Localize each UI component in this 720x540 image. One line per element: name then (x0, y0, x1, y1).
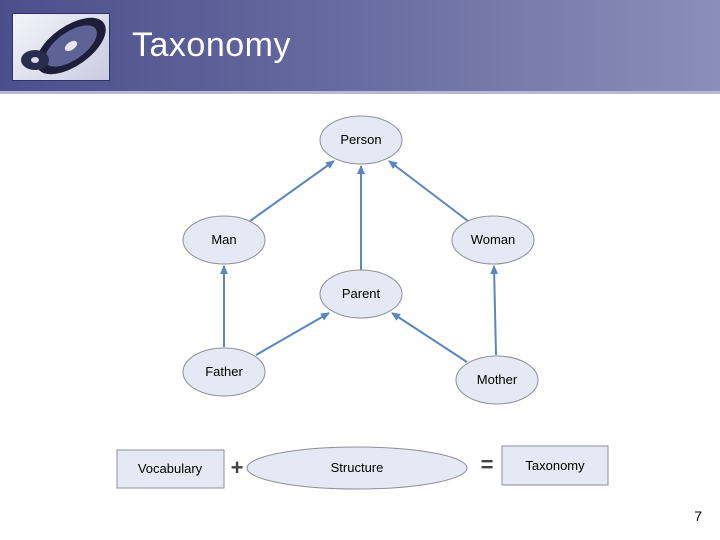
slide-header (0, 0, 720, 91)
node-father-label: Father (205, 364, 243, 379)
vocabulary-label: Vocabulary (138, 461, 203, 476)
node-mother (455, 355, 539, 405)
node-woman (451, 215, 535, 265)
equals-sign: = (481, 452, 494, 477)
arrow-man-to-person (249, 160, 335, 222)
node-parent-label: Parent (342, 286, 381, 301)
arrow-mother-to-woman (490, 265, 499, 356)
arrow-mother-to-parent (391, 312, 468, 363)
node-man (182, 215, 266, 265)
node-man-label: Man (211, 232, 236, 247)
structure-label: Structure (331, 460, 384, 475)
node-mother-label: Mother (477, 372, 518, 387)
slide-title: Taxonomy (132, 26, 291, 64)
arrow-father-to-parent (255, 312, 330, 356)
header-divider (0, 91, 720, 94)
node-parent (319, 269, 403, 319)
taxonomy-box (501, 445, 609, 486)
structure-ellipse (246, 446, 468, 490)
plus-sign: + (231, 455, 244, 480)
page-number: 7 (694, 508, 702, 524)
node-woman-label: Woman (471, 232, 516, 247)
node-father (182, 347, 266, 397)
vocabulary-box (116, 449, 225, 489)
disc-logo-icon (12, 13, 110, 81)
arrow-woman-to-person (388, 160, 469, 222)
node-person (319, 115, 403, 165)
taxonomy-label: Taxonomy (525, 458, 585, 473)
node-person-label: Person (340, 132, 381, 147)
